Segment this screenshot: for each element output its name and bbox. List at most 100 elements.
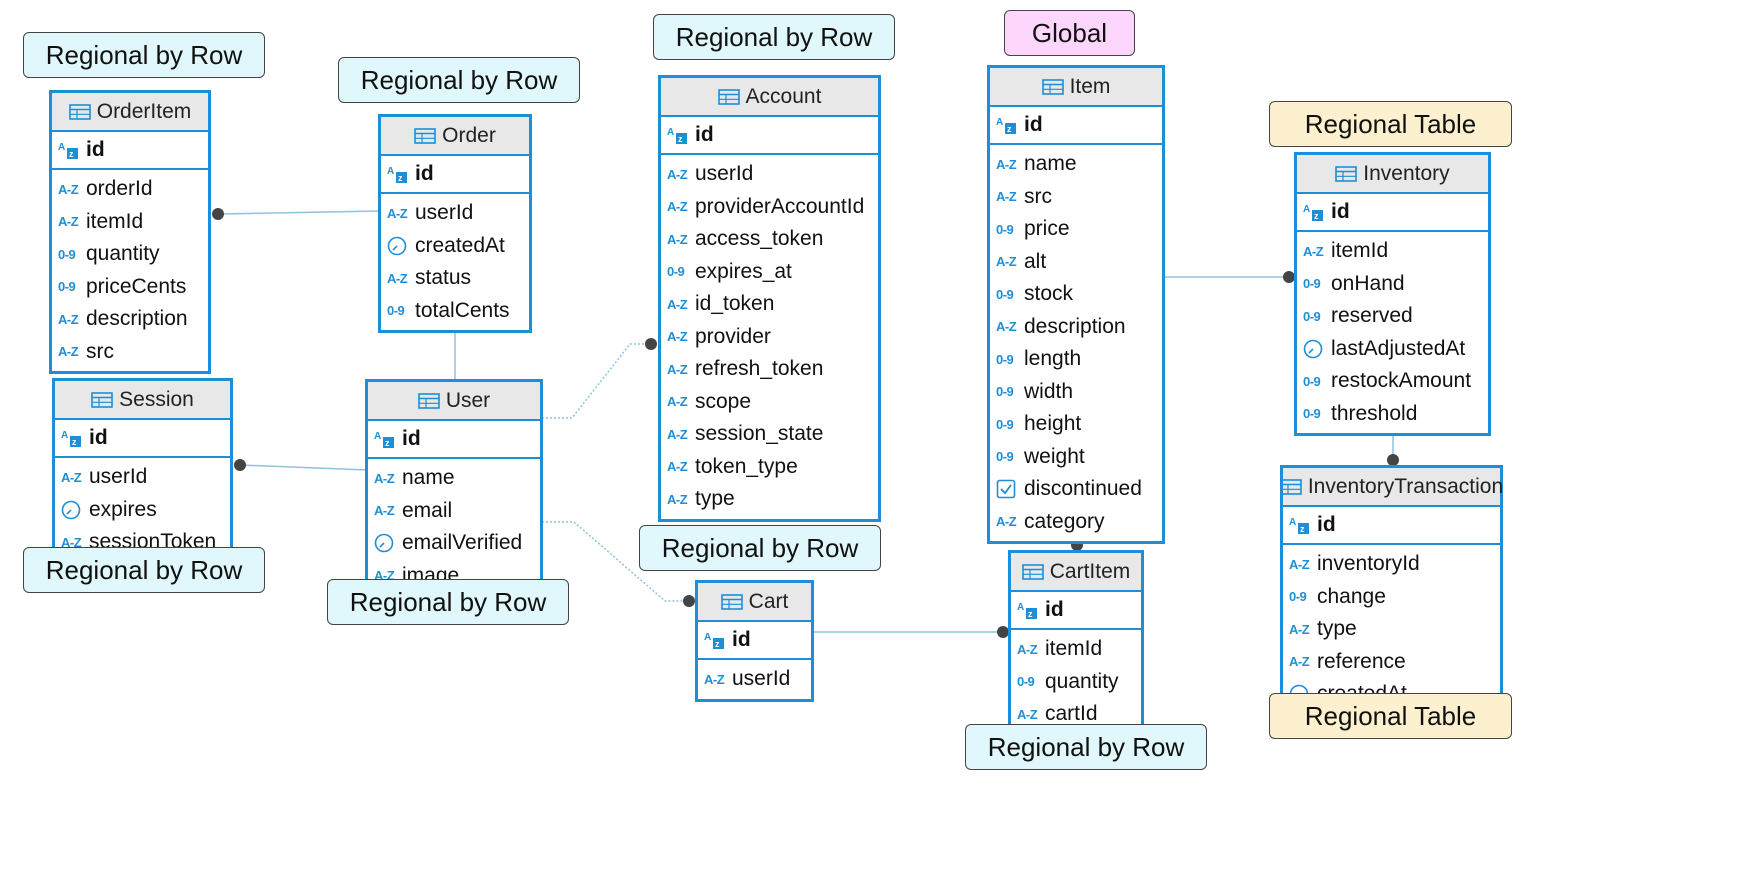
entity-header[interactable]: InventoryTransaction	[1280, 468, 1503, 507]
field-row[interactable]: emailVerified	[368, 527, 540, 560]
field-name: cartId	[1045, 702, 1098, 726]
text-type-icon: A-Z	[387, 205, 408, 221]
entity-header[interactable]: Account	[661, 78, 878, 117]
field-name: session_state	[695, 422, 824, 446]
text-type-icon: A-Z	[996, 189, 1017, 205]
entity-header[interactable]: Cart	[698, 583, 811, 622]
entity-header[interactable]: Item	[990, 68, 1162, 107]
entity-header[interactable]: Inventory	[1297, 155, 1488, 194]
text-type-icon: A-Z	[1289, 556, 1310, 572]
field-row[interactable]: discontinued	[990, 473, 1162, 506]
label-inventorytransaction: Regional Table	[1269, 693, 1512, 739]
text-type-icon: A-Z	[1289, 654, 1310, 670]
label-item: Global	[1004, 10, 1135, 56]
field-name: weight	[1024, 444, 1085, 468]
entity-header[interactable]: Order	[381, 117, 529, 156]
field-row[interactable]: createdAt	[381, 230, 529, 263]
entity-header[interactable]: User	[368, 382, 540, 421]
label-user: Regional by Row	[327, 579, 569, 625]
entity-header[interactable]: Session	[55, 381, 230, 420]
entity-name: Account	[745, 84, 822, 108]
numeric-type-icon: 0-9	[996, 286, 1014, 302]
field-name: description	[1024, 314, 1126, 338]
numeric-type-icon: 0-9	[58, 279, 76, 295]
text-type-icon: A-Z	[1303, 243, 1324, 259]
entity-header[interactable]: OrderItem	[52, 93, 208, 132]
field-row[interactable]: lastAdjustedAt	[1297, 333, 1488, 366]
text-type-icon: A-Z	[667, 231, 688, 247]
field-row[interactable]: expires	[55, 494, 230, 527]
entity-header[interactable]: CartItem	[1011, 553, 1141, 592]
